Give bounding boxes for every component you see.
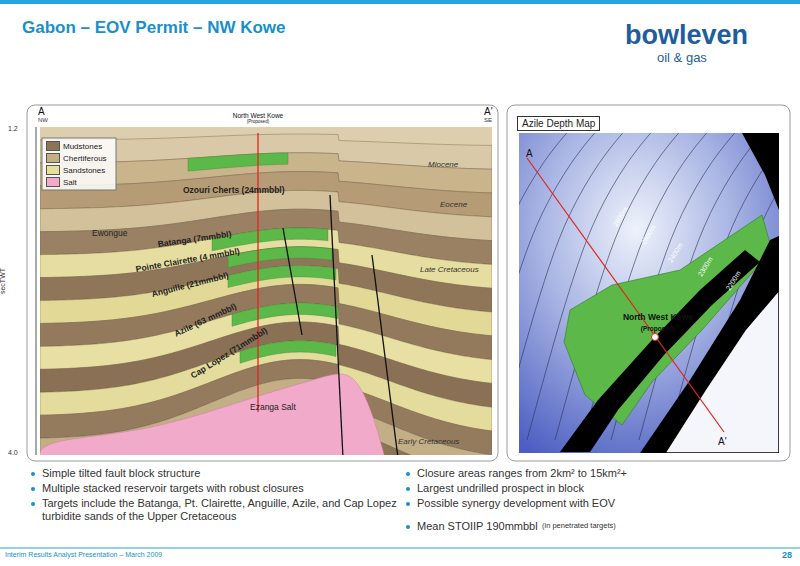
legend-swatch [46, 141, 60, 151]
footer-text: Interim Results Analyst Presentation – M… [5, 551, 162, 559]
salt-body [40, 374, 385, 455]
section-end: A [526, 148, 533, 160]
logo-subtext: oil & gas [657, 51, 707, 66]
bullet-mark [406, 502, 410, 506]
legend-entry: Salt [46, 177, 77, 187]
fault-line [283, 228, 302, 335]
formation-label: Ezanga Salt [250, 403, 296, 413]
bullet-mark [31, 472, 35, 476]
legend-swatch [46, 153, 60, 163]
axis-value: 1.2 [8, 125, 18, 133]
fault-polygon [742, 133, 779, 210]
legend-text: Mudstones [63, 142, 102, 151]
target-label: Ozouri Cherts (24mmbbl) [183, 186, 285, 196]
bullet-text: Mean STOIIP 190mmbbl [417, 520, 538, 533]
legend-text: Salt [63, 178, 77, 187]
legend-entry: Chertiferous [46, 153, 107, 163]
bullet-note: (in penetrated targets) [542, 522, 616, 531]
section-end: A [38, 106, 45, 118]
reservoir-sand [228, 266, 336, 288]
cross-section [40, 127, 492, 455]
section-end: A' [484, 106, 493, 118]
map-title-box: Azile Depth Map [517, 116, 600, 131]
well-status: (Proposed) [247, 119, 269, 124]
bullet-text: Closure areas ranges from 2km² to 15km²+ [417, 467, 627, 480]
legend-entry: Mudstones [46, 141, 102, 151]
top-strip [0, 0, 800, 4]
epoch-label: Late Cretaceous [420, 265, 479, 274]
well-trajectory [257, 133, 258, 412]
box-title: Azile Depth Map [522, 118, 595, 129]
reservoir-sand [228, 247, 332, 268]
bullet-mark [31, 487, 35, 491]
fault-line [330, 195, 343, 455]
epoch-label: Early Cretaceous [398, 437, 459, 446]
formation-label: Ewongue [92, 229, 127, 239]
axis-value: 4.0 [8, 449, 18, 457]
well-name: North West Kowe [623, 313, 693, 323]
epoch-label: Miocene [428, 160, 458, 169]
section-panel [27, 105, 498, 461]
page-number: 28 [782, 550, 792, 560]
contour-line [519, 133, 578, 440]
compass-direction: NW [38, 117, 48, 124]
well-name: North West Kowe [233, 112, 283, 119]
slide-title: Gabon – EOV Permit – NW Kowe [22, 18, 286, 38]
section-line [527, 158, 724, 432]
section-background [40, 127, 492, 455]
bullet-mark [406, 472, 410, 476]
bullet-text: Largest undrilled prospect in block [417, 482, 584, 495]
map-background [519, 133, 779, 453]
footer-line [0, 548, 800, 549]
compass-direction: SE [484, 117, 492, 124]
bullet-text: Targets include the Batanga, Pt. Clairet… [42, 497, 412, 522]
well-location [652, 334, 659, 341]
bullet-text: Simple tilted fault block structure [42, 467, 200, 480]
well-status: (Proposed) [641, 325, 675, 332]
legend-swatch [46, 177, 60, 187]
bullet-mark [31, 502, 35, 506]
epoch-label: Eocene [440, 200, 467, 209]
legend-entry: Sandstones [46, 165, 105, 175]
legend-swatch [46, 165, 60, 175]
logo-text: bowleven [625, 20, 748, 51]
axis-title: secTWT [0, 268, 7, 294]
map-panel [507, 105, 790, 461]
depth-map [519, 133, 779, 453]
bullet-mark [406, 525, 410, 529]
bullet-text: Possible synergy development with EOV [417, 497, 615, 510]
fault-line [372, 255, 398, 455]
bullet-mark [406, 487, 410, 491]
section-end: A' [718, 436, 727, 448]
bullet-text: Multiple stacked reservoir targets with … [42, 482, 304, 495]
reservoir-sand [232, 303, 338, 326]
legend-text: Sandstones [63, 166, 105, 175]
legend-box [42, 138, 116, 190]
legend-text: Chertiferous [63, 154, 107, 163]
reservoir-sand [188, 153, 288, 171]
time-axis [36, 127, 37, 455]
reservoir-sand [240, 341, 336, 364]
